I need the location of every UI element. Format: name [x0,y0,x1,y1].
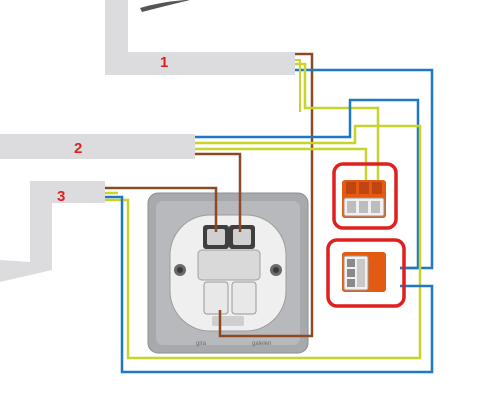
wire-blue-cable3 [105,195,434,374]
cable-1-sheath [105,0,295,75]
wire-yellow-cable2 [105,124,422,360]
tool-tip-icon [140,0,190,12]
cable-label-3: 3 [57,188,65,205]
wire-yellow-cable1 [295,62,380,193]
wire-brown-cable2 [195,152,242,232]
switch-frame: gira galelen [147,192,309,354]
wire-blue-cable2 [195,98,420,270]
switch-marking-left: gira [196,341,207,347]
connector-top [342,180,386,218]
highlight-box-top [332,162,398,230]
wire-brown-cable1 [218,52,314,338]
cable-3-sheath [0,181,105,282]
switch-marking-right: galelen [252,341,271,347]
cable-label-2: 2 [74,140,82,157]
cable-2-sheath [0,134,195,159]
wire-brown-cable3 [105,186,218,232]
highlight-box-bottom [326,238,406,308]
connector-bottom [342,252,386,292]
wire-yellow-cable2b [195,147,368,193]
wire-yellow-cable1b [295,59,301,112]
cable-label-1: 1 [160,54,168,71]
